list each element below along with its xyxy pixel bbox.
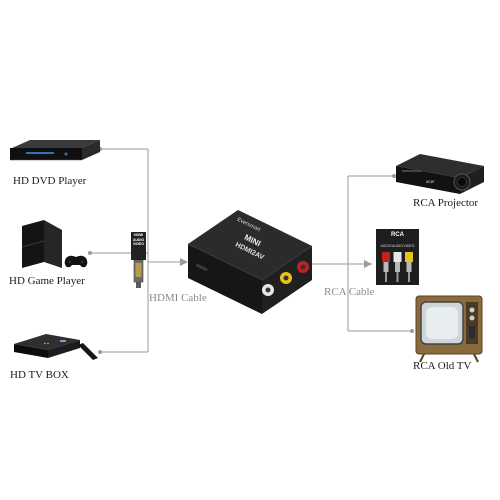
output-label-tv: RCA Old TV	[413, 360, 472, 372]
projector-brand: acer	[426, 179, 435, 184]
output-label-projector: RCA Projector	[413, 197, 479, 209]
tv-box-logo: ▪ ▪	[44, 341, 49, 347]
rca-plug-title: RCA	[391, 232, 404, 238]
hdmi-plug-label: HDMI AUDIO VIDEO	[131, 232, 146, 260]
source-label-tvbox: HD TV BOX	[10, 369, 69, 381]
hdmi-cable-label: HDMI Cable	[149, 292, 207, 304]
rca-channel-3: VIDEO	[403, 244, 415, 248]
hdmi-plug-text-1: HDMI	[134, 233, 143, 237]
source-label-dvd: HD DVD Player	[13, 175, 87, 187]
source-label-game: HD Game Player	[9, 275, 85, 287]
rca-channel-2: AUDIO	[391, 244, 404, 248]
hdmi-plug-text-3: VIDEO	[133, 242, 144, 247]
hdmi-plug-text-2: AUDIO	[132, 237, 145, 242]
rca-cable-label: RCA Cable	[324, 286, 375, 298]
rca-channel-1: AUDIO	[380, 244, 392, 248]
